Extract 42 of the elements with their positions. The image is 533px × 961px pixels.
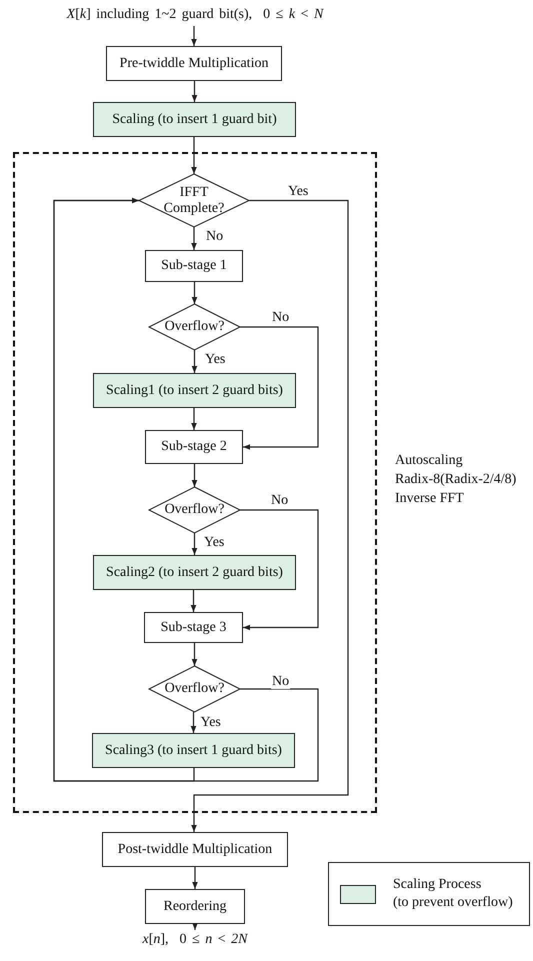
scaling-box: Scaling2 (to insert 2 guard bits) <box>93 555 296 590</box>
arrow <box>191 408 197 430</box>
flow-label: X[k] including 1~2 guard bit(s), 0 ≤ k < N <box>60 6 330 24</box>
edge-label: Yes <box>200 716 222 730</box>
decision-diamond <box>149 304 240 350</box>
process-box: Reordering <box>145 889 245 924</box>
arrow <box>53 198 195 782</box>
decision-diamond <box>139 174 249 227</box>
decision-label: Overflow? <box>164 502 226 518</box>
process-box: Sub-stage 3 <box>144 612 243 643</box>
arrow <box>191 200 349 832</box>
arrow <box>190 712 196 733</box>
group-label: Autoscaling Radix-8(Radix-2/4/8) Inverse FFT <box>395 452 518 508</box>
arrow <box>240 326 319 450</box>
arrow <box>192 350 198 373</box>
arrow <box>191 227 197 250</box>
process-box: Post-twiddle Multiplication <box>102 832 288 867</box>
scaling-box: Scaling1 (to insert 2 guard bits) <box>93 373 296 408</box>
arrow <box>192 282 198 304</box>
arrow <box>192 643 198 666</box>
process-box: Sub-stage 1 <box>145 250 243 282</box>
arrow <box>190 590 196 612</box>
arrow <box>191 26 197 46</box>
scaling-box: Scaling (to insert 1 guard bit) <box>93 102 296 137</box>
decision-label: Overflow? <box>164 319 226 335</box>
arrow <box>240 509 319 630</box>
arrow <box>192 867 198 889</box>
decision-label: IFFT Complete? <box>162 185 226 216</box>
legend-label: Scaling Process (to prevent overflow) <box>393 876 514 912</box>
flow-label: x[n], 0 ≤ n < 2N <box>120 930 270 950</box>
process-box: Pre-twiddle Multiplication <box>106 46 282 81</box>
arrow <box>192 923 198 930</box>
decision-diamond <box>149 487 240 533</box>
arrow <box>191 137 197 174</box>
scaling-box: Scaling3 (to insert 1 guard bits) <box>92 733 295 768</box>
arrow <box>192 533 198 555</box>
process-box: Sub-stage 2 <box>145 430 243 464</box>
arrow <box>192 81 198 102</box>
edge-label: No <box>271 675 290 689</box>
arrow <box>192 464 198 487</box>
decision-label: Overflow? <box>164 681 226 697</box>
decision-diamond <box>149 666 240 712</box>
